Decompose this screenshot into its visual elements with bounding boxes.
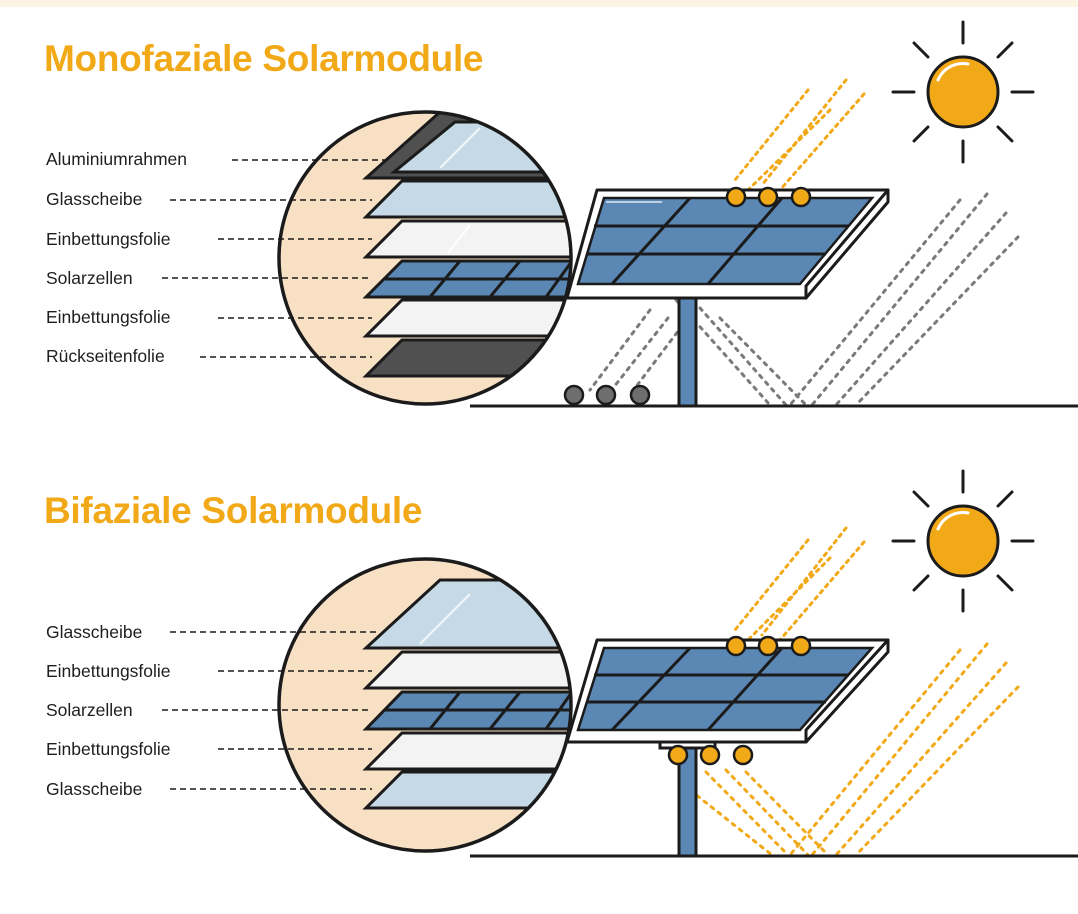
solar-panel-icon [565,188,890,300]
layer-magnifier-top [277,110,573,406]
photon-dots-underside [667,744,754,766]
label-solar-cells: Solarzellen [46,268,133,288]
label-aluminium-frame: Aluminiumrahmen [46,149,188,169]
top-band [0,0,1078,7]
sun-icon [891,20,1035,164]
reflected-rays [688,642,1020,857]
bifacial-illustration [162,469,1078,858]
photon-dots-ground [563,384,651,406]
incoming-light-rays [733,526,866,642]
bifacial-title: Bifaziale Solarmodule [44,490,423,531]
label-glass-pane: Glasscheibe [46,622,143,642]
label-encapsulant-film: Einbettungsfolie [46,739,171,759]
photon-dots-top [725,186,812,208]
label-encapsulant-film: Einbettungsfolie [46,229,171,249]
label-encapsulant-film: Einbettungsfolie [46,661,171,681]
monofacial-title: Monofaziale Solarmodule [44,38,484,79]
label-glass-pane: Glasscheibe [46,189,143,209]
layer-magnifier-bottom [277,557,573,853]
label-glass-pane: Glasscheibe [46,779,143,799]
label-solar-cells: Solarzellen [46,700,133,720]
monofacial-illustration [162,20,1078,408]
label-leader-lines-top [162,159,388,358]
label-leader-lines-bottom [162,631,378,790]
solar-panel-icon [565,638,890,744]
reflected-rays [588,192,1020,407]
photon-dots-top [725,635,812,657]
incoming-light-rays [733,78,866,192]
sun-icon [891,469,1035,613]
label-backsheet: Rückseitenfolie [46,346,165,366]
mount-pole [677,290,698,408]
label-encapsulant-film: Einbettungsfolie [46,307,171,327]
